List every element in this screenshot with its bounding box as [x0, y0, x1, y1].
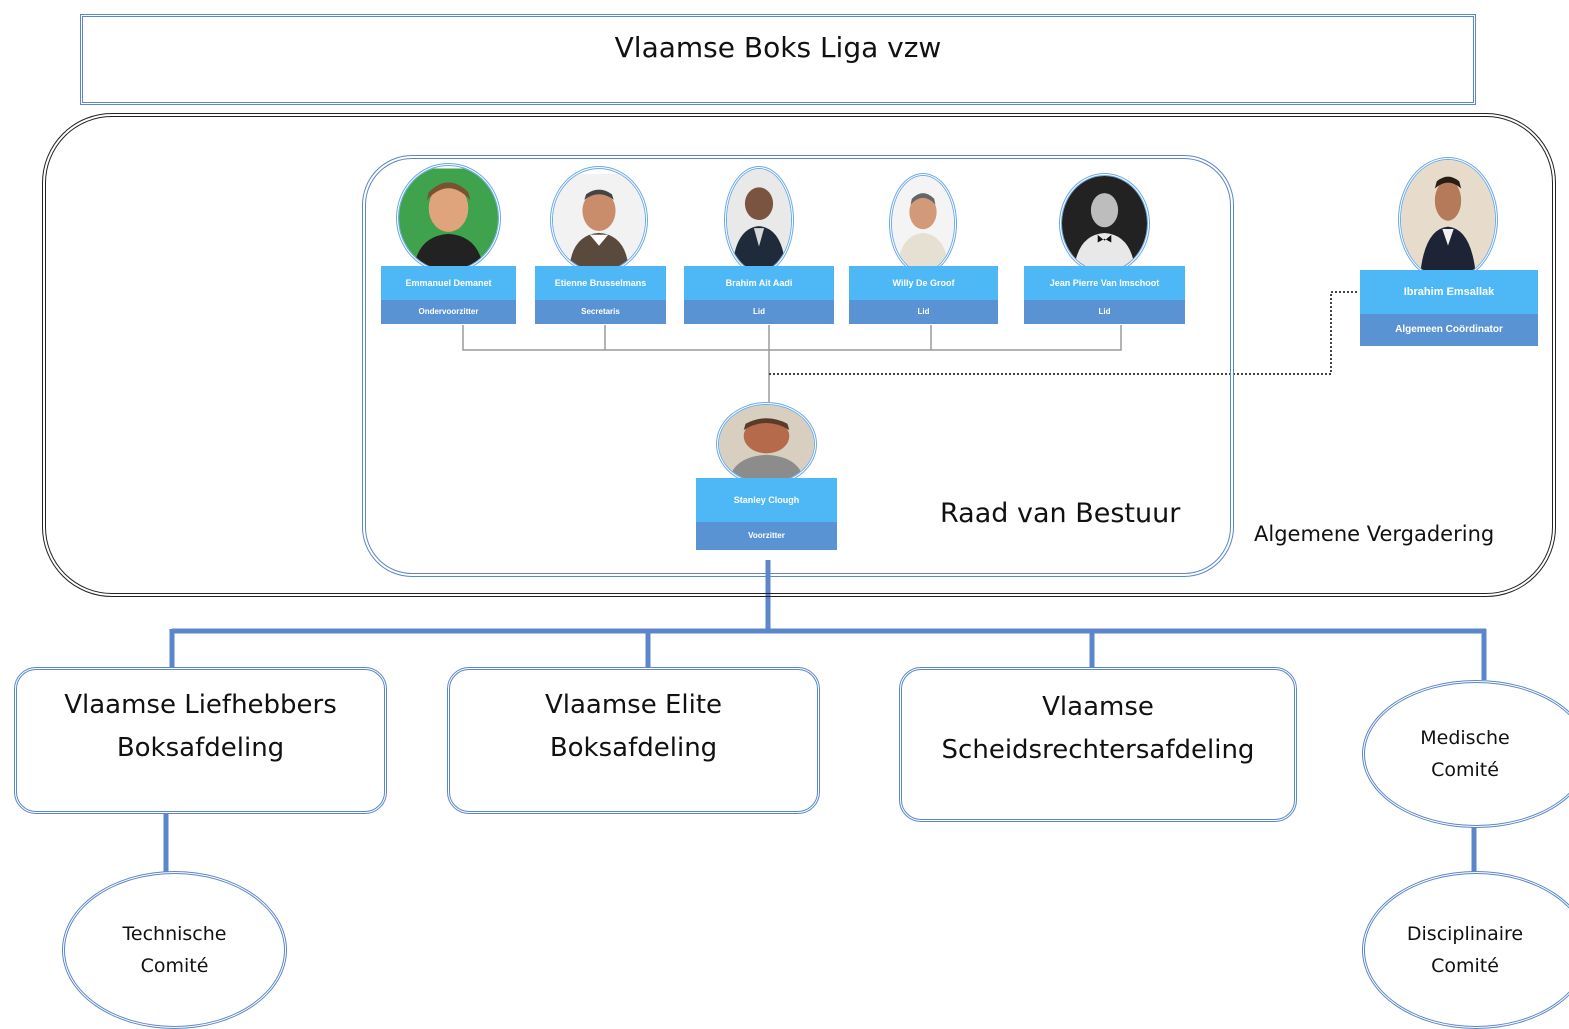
coordinator-photo: [1398, 157, 1498, 282]
member-photo-1: [396, 163, 501, 273]
coordinator-role: Algemeen Coördinator: [1360, 314, 1538, 346]
person-avatar-icon: [1062, 176, 1147, 271]
member-name-2: Etienne Brusselmans: [535, 266, 666, 300]
department-line: Vlaamse Liefhebbers: [64, 690, 337, 720]
committee-disciplinair: Disciplinaire Comité: [1362, 871, 1569, 1029]
person-avatar-icon: [1401, 160, 1495, 279]
member-role-1: Ondervoorzitter: [381, 300, 516, 324]
department-line: Vlaamse Elite: [544, 690, 723, 720]
department-line: Boksafdeling: [116, 733, 285, 763]
committee-line: Technische: [122, 923, 227, 945]
person-avatar-icon: [553, 174, 645, 266]
member-photo-2: [550, 166, 648, 274]
member-name-4: Willy De Groof: [849, 266, 998, 300]
department-line: Scheidsrechtersafdeling: [941, 735, 1255, 765]
member-name-5: Jean Pierre Van Imschoot: [1024, 266, 1185, 300]
committee-line: Comité: [1431, 955, 1499, 977]
general-assembly-box: [42, 113, 1556, 597]
organization-title: Vlaamse Boks Liga vzw: [614, 31, 942, 64]
committee-line: Comité: [1431, 759, 1499, 781]
member-photo-5: [1059, 173, 1150, 274]
committee-line: Medische: [1420, 727, 1510, 749]
board-connectors: [462, 325, 1122, 402]
member-name-3: Brahim Ait Aadi: [684, 266, 834, 300]
member-role-2: Secretaris: [535, 300, 666, 324]
department-line: Vlaamse: [1042, 692, 1154, 722]
member-role-4: Lid: [849, 300, 998, 324]
department-line: Boksafdeling: [549, 733, 718, 763]
organization-title-box: Vlaamse Boks Liga vzw: [80, 14, 1476, 105]
chair-role: Voorzitter: [696, 522, 837, 550]
department-scheidsrechters: Vlaamse Scheidsrechtersafdeling: [899, 667, 1297, 822]
member-role-5: Lid: [1024, 300, 1185, 324]
chair-name: Stanley Clough: [696, 478, 837, 522]
chair-photo: [716, 402, 817, 486]
board-box: [362, 155, 1234, 577]
person-avatar-icon: [727, 169, 791, 271]
person-avatar-icon: [399, 168, 498, 268]
coordinator-dotted-connector: [769, 291, 1358, 375]
committee-line: Comité: [140, 955, 209, 977]
member-role-3: Lid: [684, 300, 834, 324]
committee-line: Disciplinaire: [1406, 923, 1524, 945]
member-photo-4: [889, 173, 957, 274]
general-assembly-label: Algemene Vergadering: [1254, 522, 1495, 546]
board-label: Raad van Bestuur: [940, 498, 1181, 529]
department-liefhebbers: Vlaamse Liefhebbers Boksafdeling: [14, 667, 387, 814]
person-avatar-icon: [719, 405, 814, 483]
member-name-1: Emmanuel Demanet: [381, 266, 516, 300]
person-avatar-icon: [892, 176, 954, 271]
department-elite: Vlaamse Elite Boksafdeling: [447, 667, 820, 814]
member-photo-3: [724, 166, 794, 274]
committee-technisch: Technische Comité: [62, 871, 287, 1029]
committee-medisch: Medische Comité: [1362, 680, 1569, 828]
coordinator-name: Ibrahim Emsallak: [1360, 270, 1538, 314]
